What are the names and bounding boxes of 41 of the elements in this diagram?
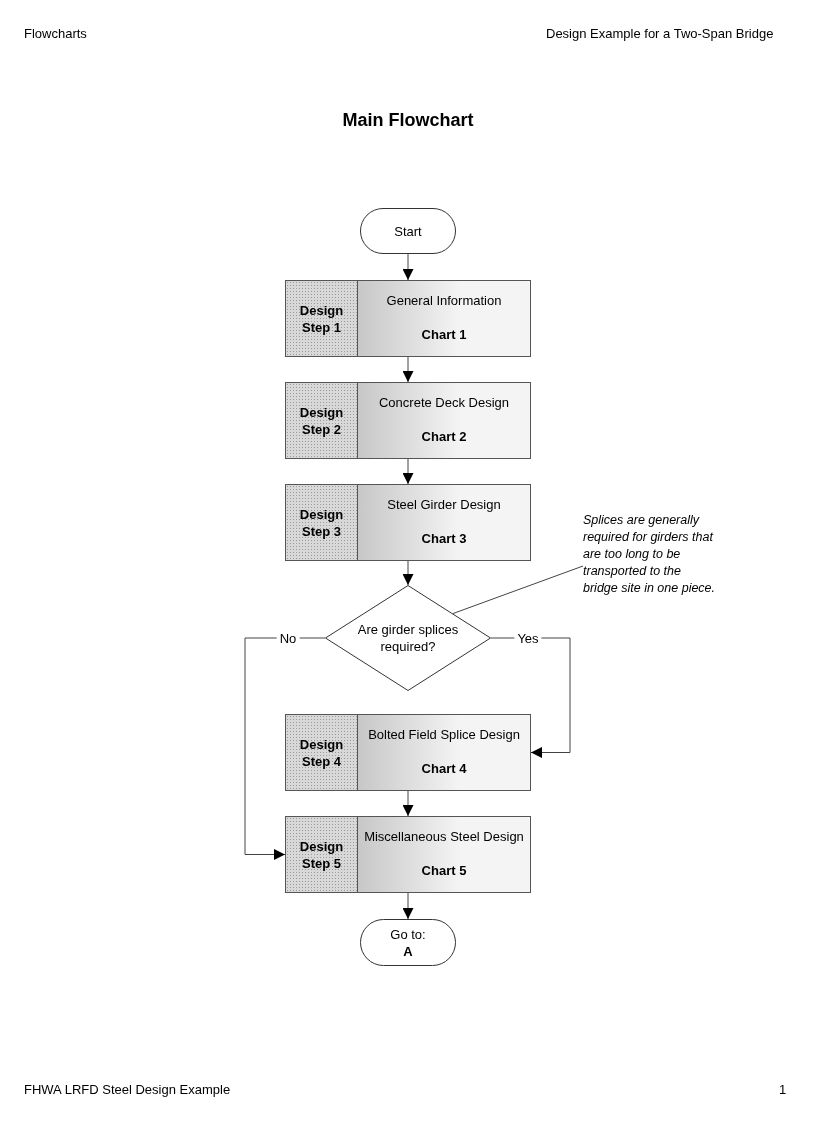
page-number: 1 — [779, 1082, 787, 1097]
leader-line — [452, 565, 584, 615]
arrow — [402, 790, 414, 817]
process-title: Steel Girder Design — [386, 497, 502, 512]
process-title: Miscellaneous Steel Design — [363, 829, 525, 844]
step-label: Design Step 5 — [286, 817, 358, 892]
page-header: Design Example for a Two-Span Bridge — [546, 26, 774, 41]
chart-reference: Chart 4 — [420, 761, 468, 776]
step-label: Design Step 4 — [286, 715, 358, 790]
process-title: General Information — [385, 293, 503, 308]
terminal-text: A — [403, 942, 413, 960]
terminal-text: Start — [394, 222, 422, 240]
arrow — [244, 637, 326, 860]
process-box — [285, 484, 531, 561]
chart-reference: Chart 1 — [420, 327, 468, 342]
arrow — [490, 637, 571, 758]
process-box — [285, 280, 531, 357]
step-label: Design Step 2 — [286, 383, 358, 458]
process-title: Concrete Deck Design — [377, 395, 511, 410]
arrow — [402, 458, 414, 485]
terminal-text: Go to: — [390, 925, 426, 943]
page-footer: FHWA LRFD Steel Design Example — [24, 1082, 231, 1097]
page-header: Flowcharts — [24, 26, 87, 41]
terminal-shape — [360, 919, 456, 966]
chart-reference: Chart 2 — [420, 429, 468, 444]
process-box — [285, 714, 531, 791]
arrow — [402, 892, 414, 920]
arrow — [402, 253, 414, 281]
arrow — [402, 560, 414, 586]
step-label: Design Step 1 — [286, 281, 358, 356]
process-box — [285, 382, 531, 459]
process-title: Bolted Field Splice Design — [367, 727, 521, 742]
chart-reference: Chart 5 — [420, 863, 468, 878]
callout-note: Splices are generally required for girders that are too long to be transported to the bridge site in one piece. — [583, 512, 717, 597]
arrow — [402, 356, 414, 383]
chart-reference: Chart 3 — [420, 531, 468, 546]
process-box — [285, 816, 531, 893]
diagram-title: Main Flowchart — [341, 110, 475, 131]
terminal-shape — [360, 208, 456, 254]
step-label: Design Step 3 — [286, 485, 358, 560]
decision-text: Are girder splices required? — [356, 621, 460, 655]
